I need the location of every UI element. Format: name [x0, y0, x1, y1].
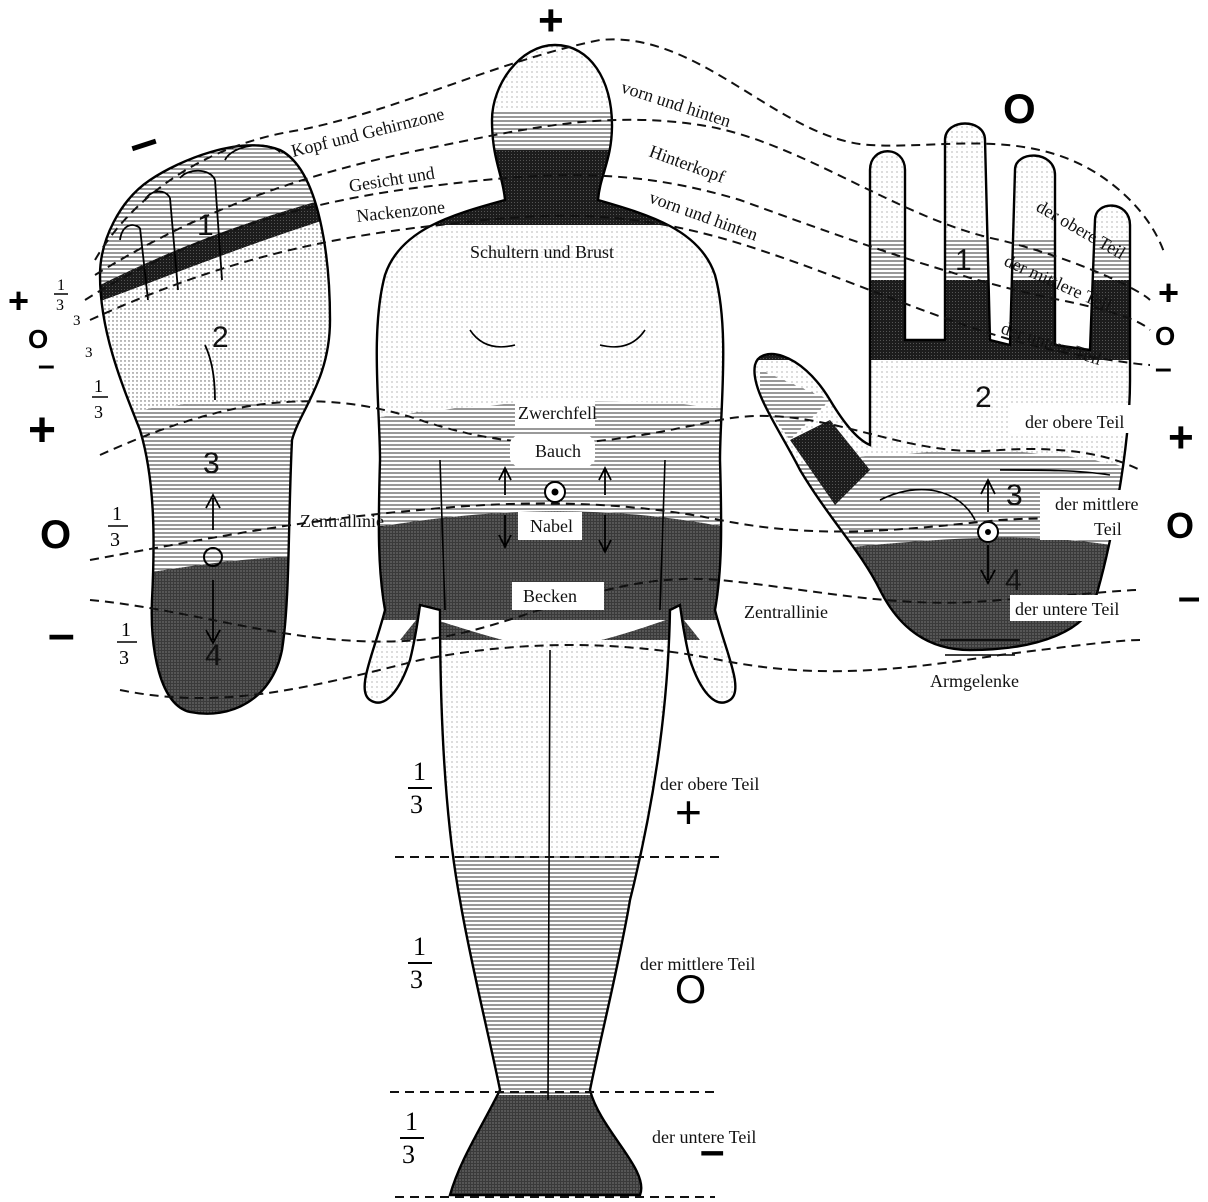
schultern-label: Schultern und Brust: [470, 242, 614, 262]
zentrallinie-right-label: Zentrallinie: [744, 602, 828, 622]
svg-text:1: 1: [112, 503, 122, 525]
minus-symbol-hand-1: –: [1155, 352, 1172, 385]
svg-text:3: 3: [119, 647, 129, 669]
hand-mittlere-label-1: der mittlere: [1055, 494, 1138, 514]
hand-untere-label: der untere Teil: [1015, 599, 1119, 619]
gesicht-label: Gesicht und: [347, 163, 436, 196]
hand-figure: [740, 110, 1140, 660]
hand-zone-4: 4: [1005, 564, 1022, 597]
svg-text:1: 1: [413, 757, 426, 786]
svg-text:3: 3: [85, 345, 93, 361]
zentrallinie-left-label: Zentrallinie: [300, 511, 384, 531]
circle-symbol-hand-2: O: [1166, 505, 1194, 546]
svg-text:3: 3: [410, 965, 423, 994]
becken-label: Becken: [523, 586, 577, 606]
hand-zone-1: 1: [955, 244, 972, 277]
foot-zone-1: 1: [197, 209, 214, 242]
nabel-label: Nabel: [530, 516, 573, 536]
plus-symbol-foot-1: +: [8, 280, 29, 321]
fraction-foot-toe-1: 1 3: [54, 277, 68, 314]
hand-obere-label: der obere Teil: [1025, 412, 1124, 432]
fraction-foot-3: 1 3: [117, 619, 137, 669]
circle-symbol-leg: O: [675, 968, 706, 1012]
zwerchfell-label: Zwerchfell: [518, 403, 597, 423]
plus-symbol-hand-2: +: [1168, 413, 1194, 462]
svg-text:3: 3: [402, 1140, 415, 1169]
svg-text:1: 1: [121, 619, 131, 641]
minus-symbol-hand-2: –: [1178, 575, 1200, 619]
hinterkopf-label: Hinterkopf: [647, 141, 728, 187]
hand-zone-3: 3: [1006, 479, 1023, 512]
nacken-label: Nackenzone: [355, 197, 446, 226]
circle-symbol-hand-1: O: [1155, 321, 1175, 351]
foot-zone-3: 3: [203, 447, 220, 480]
svg-text:3: 3: [110, 529, 120, 551]
svg-text:1: 1: [405, 1107, 418, 1136]
fraction-leg-1: 1 3: [408, 757, 432, 819]
circle-symbol-hand-top: O: [1003, 85, 1036, 132]
minus-symbol-foot-2: –: [48, 608, 75, 661]
fraction-foot-1: 1 3: [92, 376, 108, 422]
minus-symbol-foot-1: –: [38, 349, 55, 382]
fraction-foot-2: 1 3: [108, 503, 128, 551]
svg-text:1: 1: [57, 277, 65, 294]
fraction-leg-3: 1 3: [400, 1107, 424, 1169]
svg-text:1: 1: [413, 932, 426, 961]
bauch-label: Bauch: [535, 441, 581, 461]
armgelenke-label: Armgelenke: [930, 671, 1019, 691]
plus-symbol-leg: +: [675, 786, 702, 838]
fraction-foot-toe-3: 3: [85, 345, 93, 361]
foot-zone-4: 4: [205, 639, 222, 672]
svg-text:3: 3: [56, 297, 64, 314]
svg-text:1: 1: [94, 376, 103, 396]
minus-symbol-leg: –: [700, 1126, 724, 1175]
hand-zone-2: 2: [975, 381, 992, 414]
svg-text:3: 3: [94, 402, 103, 422]
fraction-leg-2: 1 3: [408, 932, 432, 994]
plus-symbol-hand-1: +: [1158, 272, 1179, 313]
plus-symbol-top: +: [538, 0, 564, 45]
svg-text:3: 3: [410, 790, 423, 819]
fraction-foot-toe-2: 3: [73, 313, 81, 329]
plus-symbol-foot-2: +: [28, 404, 56, 457]
circle-symbol-foot-2: O: [40, 513, 71, 557]
minus-symbol-foot-top: –: [121, 111, 165, 173]
hand-mittlere-label-2: Teil: [1094, 519, 1122, 539]
foot-zone-2: 2: [212, 321, 229, 354]
svg-text:3: 3: [73, 313, 81, 329]
